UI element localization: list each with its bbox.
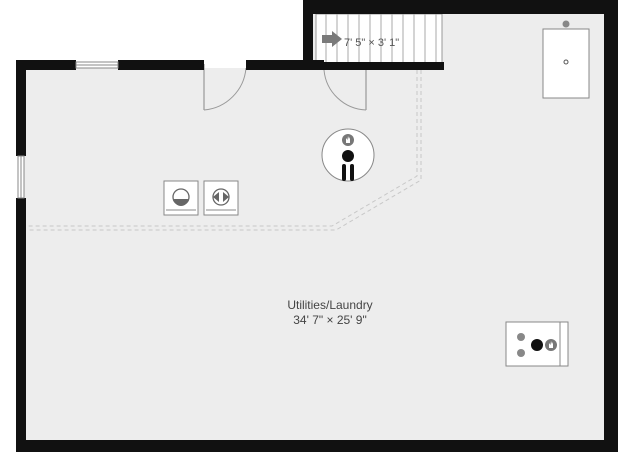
room-dimensions: 34' 7" × 25' 9" [293, 313, 367, 327]
door-left[interactable] [203, 64, 247, 111]
staircase [315, 13, 443, 65]
washer-icon [163, 180, 199, 216]
stairs-dimensions: 7' 5" × 3' 1" [344, 37, 400, 49]
dryer-icon [203, 180, 239, 216]
stairs-arrow-icon [322, 31, 342, 47]
furnace-icon [505, 321, 569, 367]
sink-icon [542, 20, 590, 99]
walls [16, 0, 618, 452]
door-stairs[interactable] [323, 64, 367, 111]
window-top [75, 61, 119, 69]
window-left [17, 155, 25, 199]
room-name: Utilities/Laundry [287, 298, 373, 312]
room-floor [24, 68, 610, 442]
dashed-partition [28, 70, 422, 231]
water-heater-icon [321, 128, 375, 182]
